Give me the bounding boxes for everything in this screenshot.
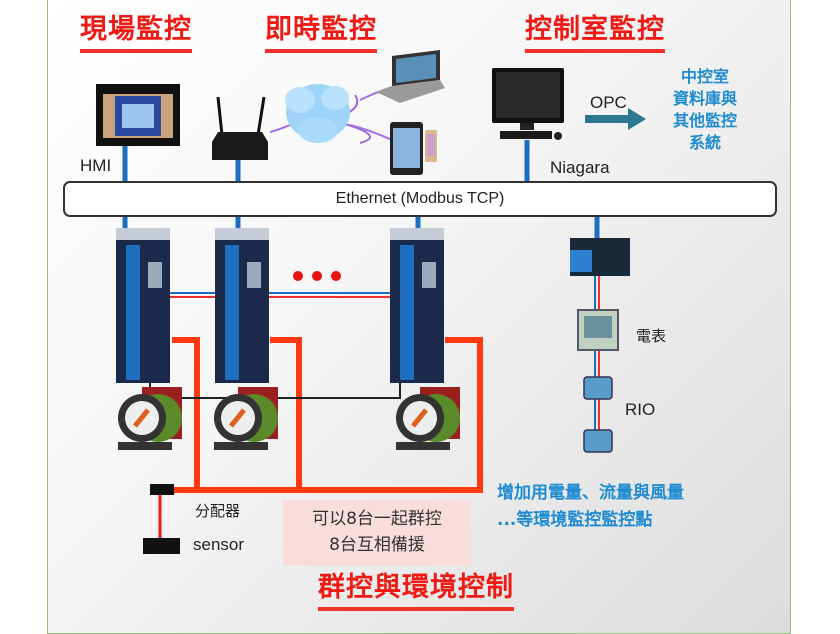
more-drives-ellipsis-icon [293, 271, 341, 281]
environment-note: 增加用電量、流量與風量 ...等環境監控監控點 [497, 480, 684, 534]
central-line: 資料庫與 [672, 89, 737, 108]
central-line: 中控室 [680, 67, 729, 86]
group-env-control-title: 群控與環境控制 [318, 572, 514, 611]
env-note-line: ...等環境監控監控點 [497, 510, 653, 530]
drive-bus [170, 292, 395, 298]
drive-3-icon [390, 228, 444, 383]
niagara-computer-icon [492, 68, 564, 140]
group-note-line: 可以8台一起群控 [312, 509, 442, 529]
distributor-box [150, 484, 174, 495]
group-note-line: 8台互相備援 [329, 535, 425, 555]
central-line: 其他監控 [672, 111, 737, 130]
drive-1-icon [116, 228, 170, 383]
drive-2-icon [215, 228, 269, 383]
motor-3-icon [396, 387, 460, 450]
opc-arrow-icon [585, 108, 646, 130]
field-monitoring-title: 現場監控 [80, 14, 192, 53]
niagara-label: Niagara [550, 158, 610, 177]
rio-label: RIO [625, 400, 656, 419]
group-control-note: 可以8台一起群控 8台互相備援 [283, 500, 471, 566]
plc-controller-icon [570, 238, 630, 276]
sensor-label: sensor [193, 535, 245, 554]
rio-bus [594, 275, 600, 450]
power-meter-icon [577, 309, 619, 351]
control-room-title: 控制室監控 [525, 14, 665, 53]
opc-label: OPC [590, 93, 627, 112]
router-icon [212, 96, 268, 160]
cloud-icon [269, 84, 401, 144]
central-system-note: 中控室 資料庫與 其他監控 系統 [660, 66, 750, 154]
motor-1-icon [118, 387, 182, 450]
meter-label: 電表 [636, 327, 667, 345]
distributor-label: 分配器 [195, 502, 241, 520]
ethernet-bus: Ethernet (Modbus TCP) [63, 181, 777, 217]
central-line: 系統 [688, 133, 721, 152]
env-note-line: 增加用電量、流量與風量 [497, 483, 684, 503]
hmi-panel-icon [96, 84, 180, 146]
rio-module-1-icon [583, 376, 613, 400]
realtime-monitoring-title: 即時監控 [265, 14, 377, 53]
motor-2-icon [214, 387, 278, 450]
hmi-label: HMI [80, 156, 112, 175]
laptop-icon [376, 50, 445, 103]
sensor-wiring [168, 337, 483, 493]
tablet-phone-icon [390, 122, 437, 175]
rio-module-2-icon [583, 429, 613, 453]
sensor-box [143, 538, 180, 554]
